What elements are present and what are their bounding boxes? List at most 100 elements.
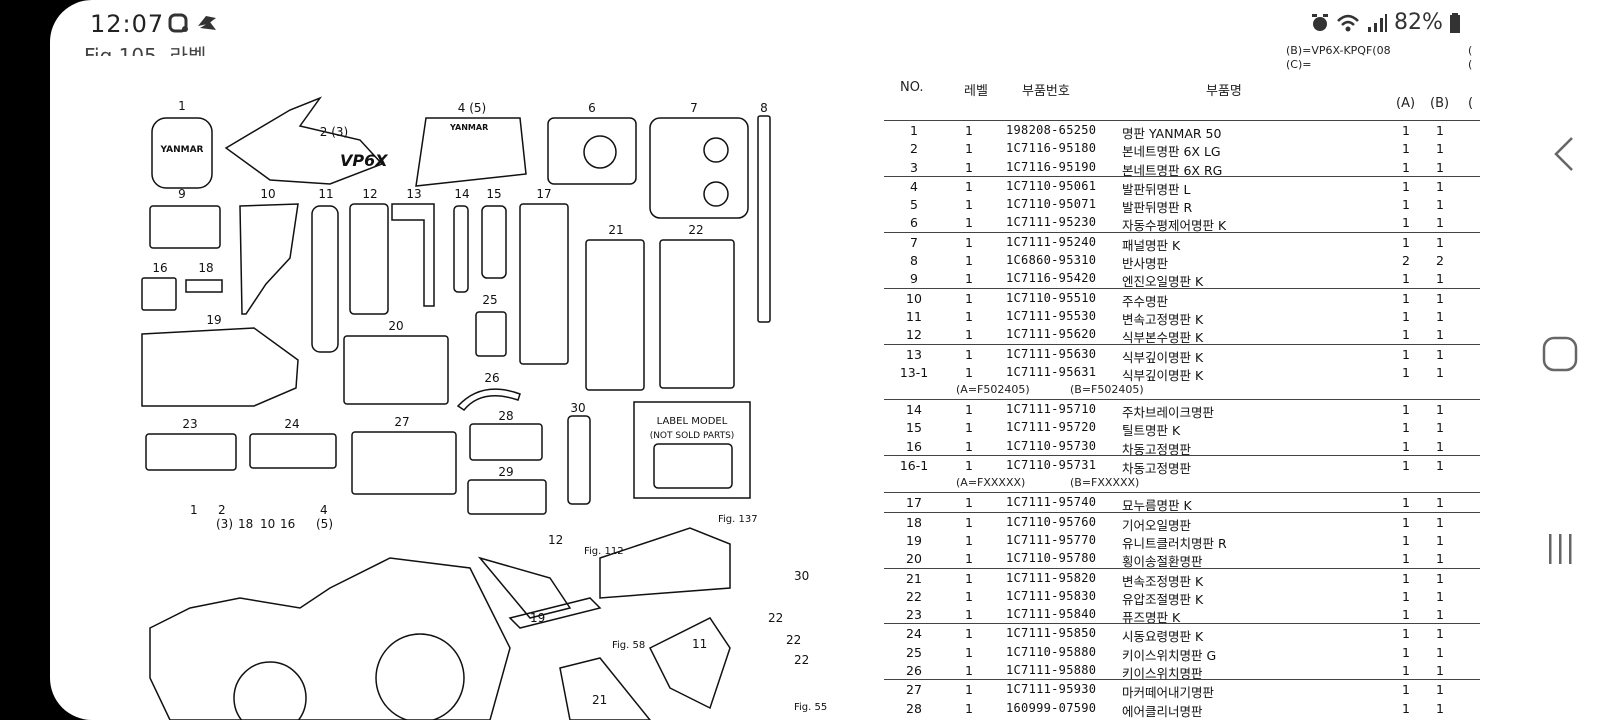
cell-qty-a: 1 (1402, 159, 1410, 175)
back-icon[interactable] (1552, 136, 1576, 172)
cell-qty-b: 1 (1436, 308, 1444, 324)
cell-part-name: 차동고정명판 (1122, 461, 1192, 477)
cell-qty-b: 1 (1436, 607, 1444, 623)
part-24-plate (249, 433, 337, 469)
cell-qty-a: 1 (1402, 327, 1410, 343)
cell-no: 3 (910, 159, 918, 175)
cell-qty-b: 1 (1436, 570, 1444, 586)
alarm-icon (1312, 13, 1328, 31)
cell-no: 9 (910, 271, 918, 287)
svg-text:9: 9 (178, 187, 186, 201)
svg-text:20: 20 (388, 319, 403, 333)
cell-qty-b: 1 (1436, 626, 1444, 642)
svg-text:YANMAR: YANMAR (449, 123, 488, 132)
cell-qty-a: 1 (1402, 626, 1410, 642)
cell-qty-a: 1 (1402, 588, 1410, 604)
cell-qty-b: 1 (1436, 420, 1444, 436)
cell-level: 1 (965, 495, 973, 511)
part-6-plate (547, 117, 637, 185)
cell-level: 1 (965, 346, 973, 362)
svg-text:26: 26 (484, 371, 499, 385)
svg-text:16: 16 (152, 261, 167, 275)
cell-part-name: 주차브레이크명판 (1122, 405, 1215, 421)
cell-part-name: 시동요령명판 K (1122, 629, 1204, 645)
cell-qty-a: 1 (1402, 234, 1410, 250)
header-part-name: 부품명 (1206, 84, 1242, 99)
svg-text:Fig. 112: Fig. 112 (584, 546, 624, 557)
cell-level: 1 (965, 532, 973, 548)
cell-no: 21 (906, 570, 922, 586)
svg-text:Fig. 58: Fig. 58 (612, 640, 645, 651)
cell-level: 1 (965, 700, 973, 716)
svg-text:7: 7 (690, 101, 698, 115)
svg-text:LABEL MODEL: LABEL MODEL (657, 416, 728, 427)
part-13-plate (391, 203, 435, 307)
cell-part-name: 횡이송절환명판 (1122, 554, 1203, 570)
cell-no: 17 (906, 495, 922, 511)
cell-part-no: 1C7110-95071 (1006, 197, 1097, 212)
note-a: (A=FXXXXX) (956, 476, 1026, 490)
svg-text:Fig. 55: Fig. 55 (794, 702, 827, 713)
svg-text:10: 10 (260, 517, 275, 531)
cell-part-name: 마커떼어내기명판 (1122, 685, 1215, 701)
part-25-plate (475, 311, 507, 357)
svg-text:13: 13 (406, 187, 421, 201)
cell-qty-b: 1 (1436, 215, 1444, 231)
svg-text:30: 30 (570, 401, 585, 415)
cell-part-name: 퓨즈명판 K (1122, 610, 1181, 626)
cell-part-no: 1C7111-95850 (1006, 626, 1097, 641)
cell-no: 16-1 (899, 458, 929, 474)
part-14-plate (453, 205, 469, 293)
part-23-plate (145, 433, 237, 471)
cell-qty-a: 1 (1402, 514, 1410, 530)
svg-text:1: 1 (190, 503, 198, 517)
cell-part-no: 1C7111-95230 (1006, 215, 1097, 230)
cell-part-no: 1C7111-95840 (1006, 607, 1097, 622)
cell-part-name: 유압조절명판 K (1122, 591, 1204, 607)
cell-part-no: 1C7110-95731 (1006, 458, 1097, 473)
svg-text:18: 18 (198, 261, 213, 275)
table-note: (A=F502405)(B=F502405) (884, 381, 1480, 399)
recents-icon[interactable] (1546, 532, 1576, 566)
part-10-plate (239, 203, 299, 315)
cell-level: 1 (965, 626, 973, 642)
cell-level: 1 (965, 438, 973, 454)
cell-qty-b: 1 (1436, 682, 1444, 698)
cell-no: 26 (906, 663, 922, 679)
svg-text:4 (5): 4 (5) (458, 101, 486, 115)
svg-text:(3): (3) (216, 517, 233, 531)
part-9-plate (149, 205, 221, 249)
status-bar: 12:07 82% (50, 0, 1600, 48)
cell-part-name: 유니트클러치명판 R (1122, 535, 1227, 551)
part-22-plate (659, 239, 735, 389)
signal-icon (1368, 13, 1387, 32)
cell-qty-a: 1 (1402, 644, 1410, 660)
home-icon[interactable] (1542, 336, 1578, 372)
svg-text:(5): (5) (316, 517, 333, 531)
svg-text:11: 11 (318, 187, 333, 201)
cell-part-name: 반사명판 (1122, 256, 1169, 272)
cell-no: 1 (910, 123, 918, 138)
cell-no: 23 (906, 607, 922, 623)
cell-part-no: 1C7111-95631 (1006, 364, 1097, 379)
cell-part-name: 식부깊이명판 K (1122, 367, 1204, 383)
cell-no: 22 (906, 588, 922, 604)
cell-part-name: 패널명판 K (1122, 237, 1181, 253)
svg-text:1: 1 (178, 99, 186, 113)
header-part-no: 부품번호 (1022, 84, 1070, 99)
cell-no: 2 (910, 141, 918, 157)
part-16-plate (141, 277, 177, 311)
cell-part-name: 본네트명판 6X RG (1122, 162, 1223, 178)
